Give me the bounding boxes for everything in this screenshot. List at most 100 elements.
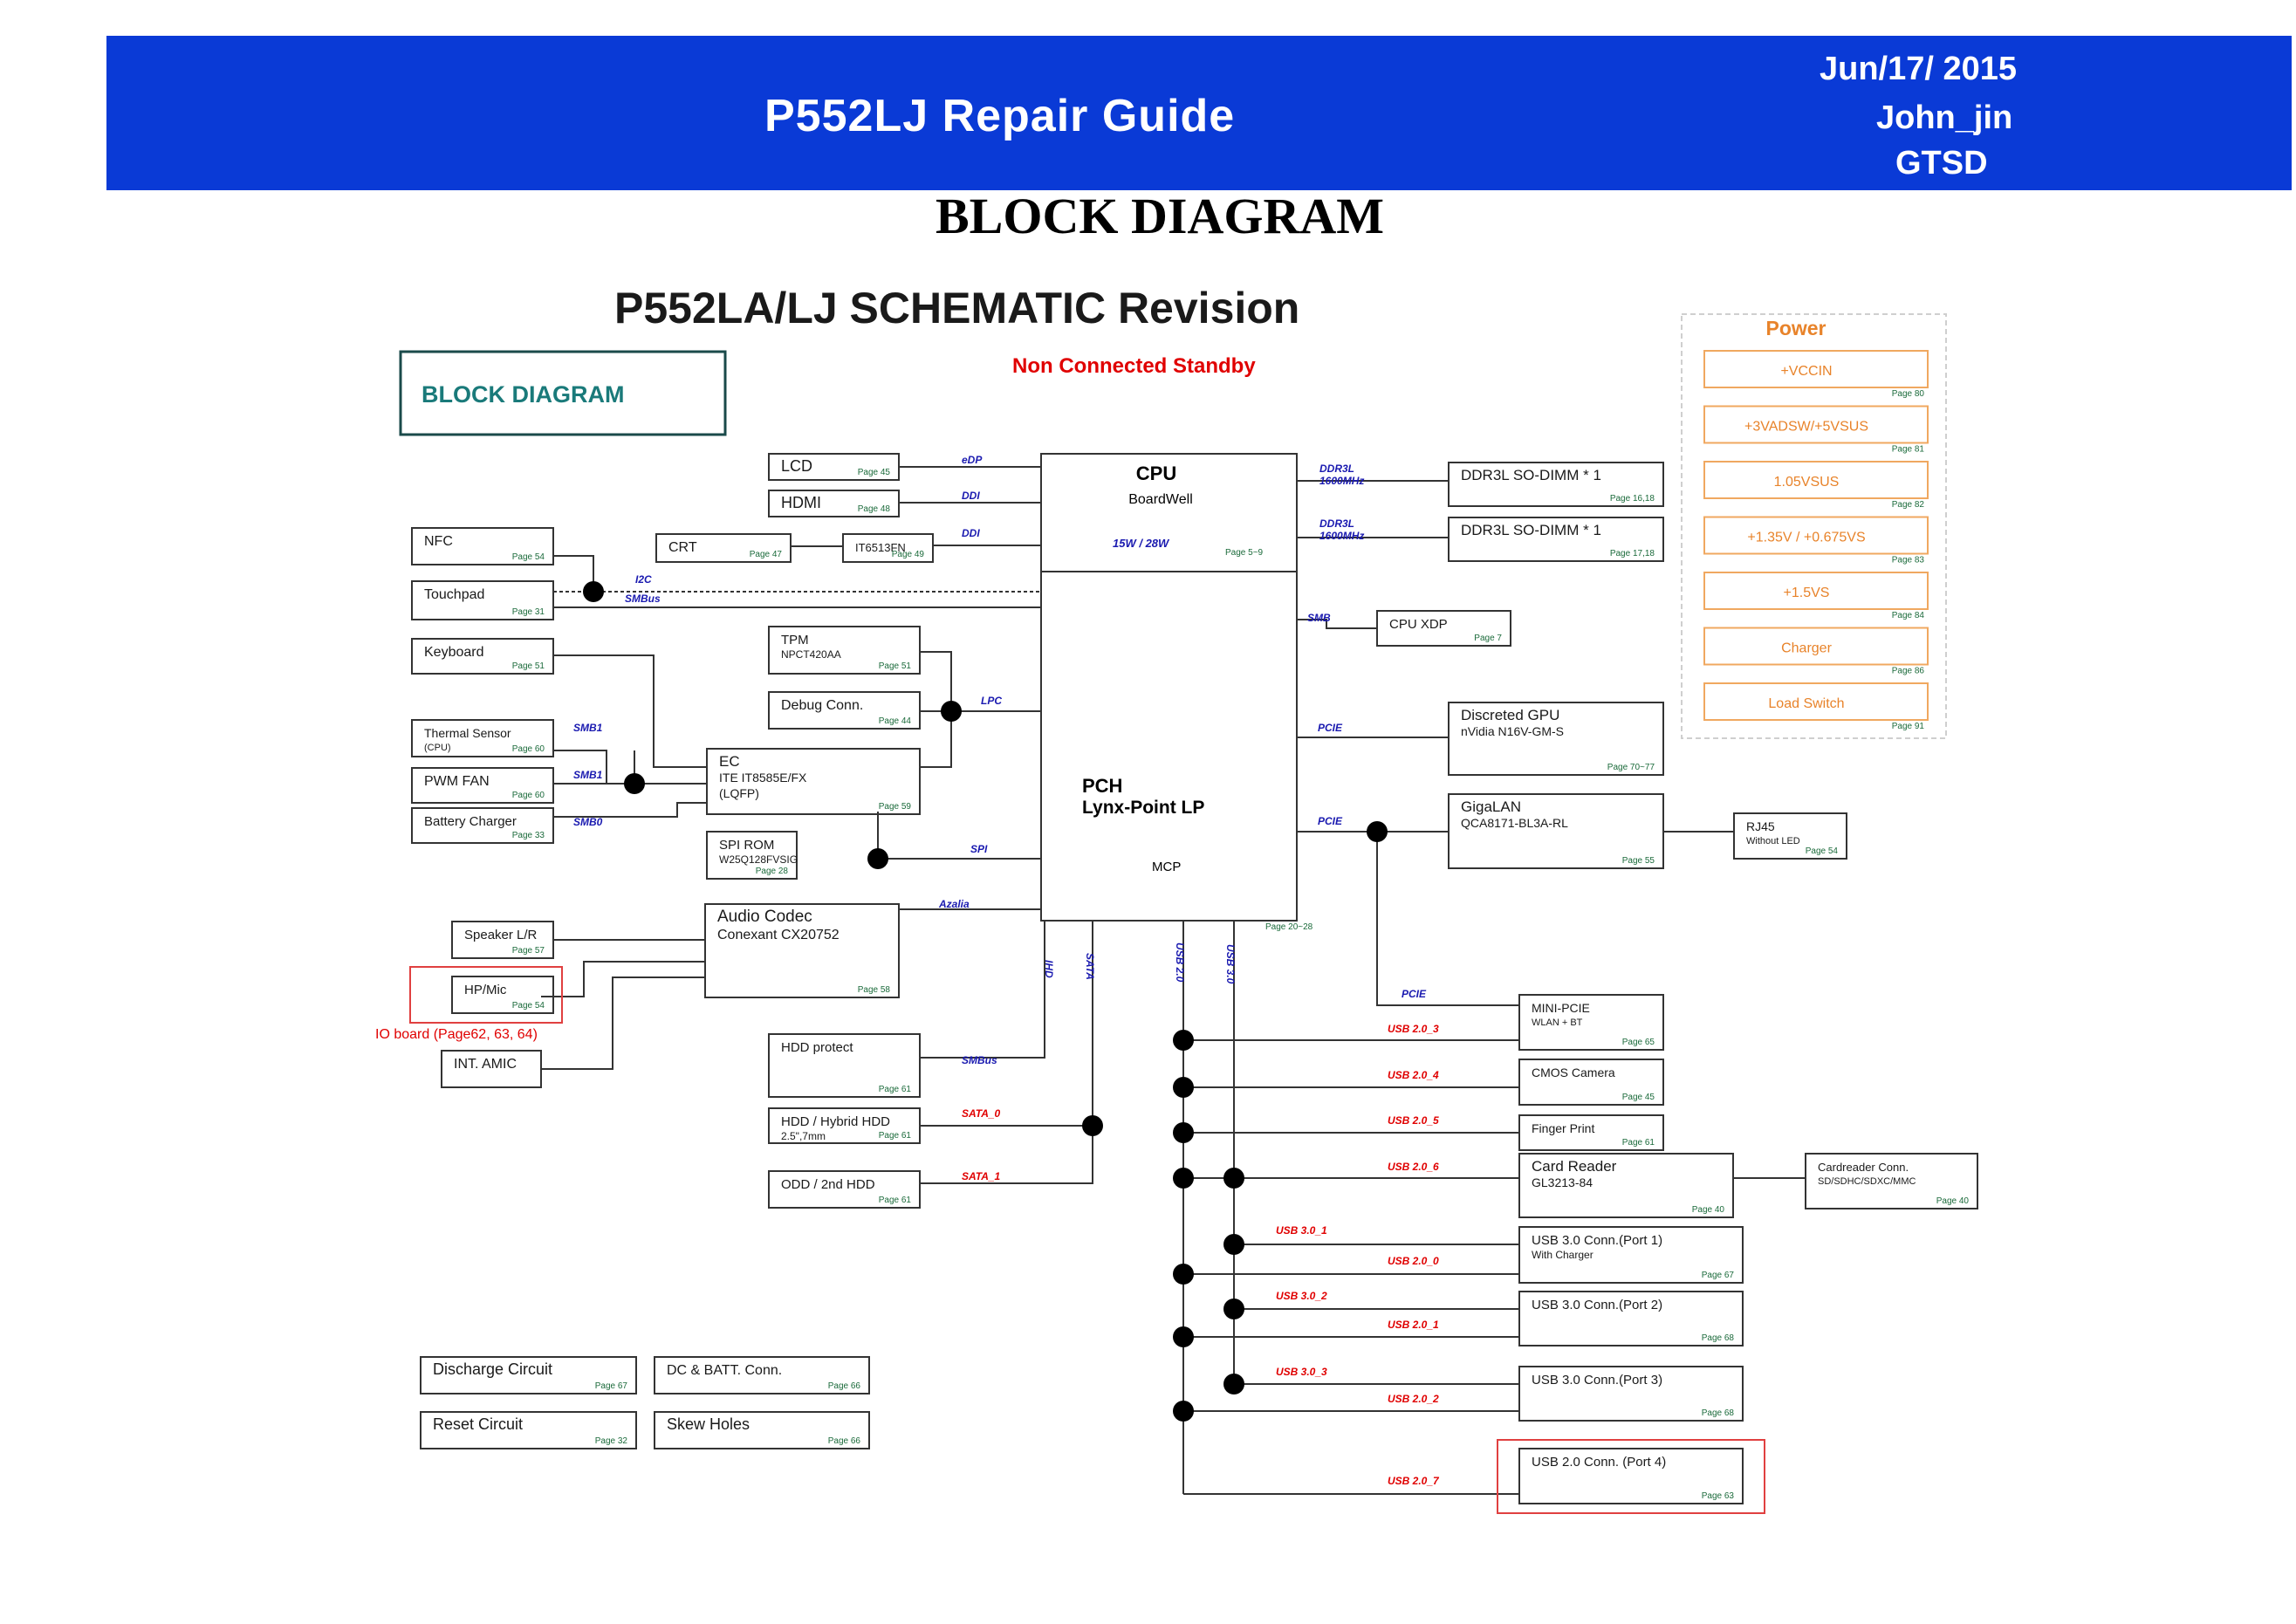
block-label: HDD / Hybrid HDD [781, 1114, 890, 1129]
block-box [706, 831, 798, 880]
block-debug: Debug Conn.Page 44 [768, 691, 921, 730]
guide-title: P552LJ Repair Guide [764, 91, 1236, 141]
block-usb-p3: USB 3.0 Conn.(Port 3)Page 68 [1518, 1366, 1744, 1422]
block-label: HDD protect [781, 1040, 853, 1055]
power-item-label: Load Switch [1768, 696, 1844, 711]
block-box [1518, 1448, 1744, 1504]
block-label: DDR3L SO-DIMM * 1 [1461, 467, 1601, 483]
block-page: Page 68 [1702, 1333, 1735, 1343]
schematic-title: P552LA/LJ SCHEMATIC Revision [614, 284, 1299, 332]
bus-label-usb20-3: USB 2.0_3 [1388, 1023, 1439, 1035]
bus-label-edp: eDP [962, 454, 983, 466]
block-label: USB 2.0 Conn. (Port 4) [1532, 1455, 1666, 1470]
power-item-page: Page 91 [1892, 722, 1925, 731]
block-page: Page 55 [1622, 856, 1655, 866]
power-item-label: +3VADSW/+5VSUS [1744, 420, 1868, 435]
block-page: Page 45 [858, 468, 891, 477]
power-item-box [1703, 516, 1929, 555]
block-page: Page 54 [1806, 846, 1839, 856]
block-label: With Charger [1532, 1249, 1593, 1261]
block-page: Page 47 [750, 550, 783, 559]
block-page: Page 7 [1474, 634, 1502, 643]
block-label: Cardreader Conn. [1818, 1161, 1909, 1174]
block-label: Audio Codec [717, 908, 812, 926]
block-label: USB 3.0 Conn.(Port 1) [1532, 1233, 1662, 1248]
block-label: DC & BATT. Conn. [667, 1363, 782, 1378]
bus-label-smb1a: SMB1 [573, 722, 603, 734]
block-box [768, 691, 921, 730]
power-item-label: 1.05VSUS [1774, 475, 1840, 490]
block-label: WLAN + BT [1532, 1018, 1583, 1028]
power-item-box [1703, 350, 1929, 388]
block-page: Page 58 [858, 985, 891, 995]
bus-label-usb20-7: USB 2.0_7 [1388, 1475, 1440, 1487]
power-item-page: Page 80 [1892, 389, 1925, 399]
bus-label-usb20-5: USB 2.0_5 [1388, 1114, 1439, 1127]
bus-label-lpc: LPC [981, 695, 1002, 707]
block-page: Page 66 [828, 1381, 861, 1391]
power-item-box [1703, 461, 1929, 499]
block-label: Debug Conn. [781, 698, 863, 713]
bus-label-ddr3l-b2: 1600MHz [1319, 530, 1364, 542]
block-label: W25Q128FVSIG [719, 853, 798, 866]
bus-label-pcie1: PCIE [1318, 722, 1343, 734]
header-banner [106, 36, 2292, 190]
block-box [1448, 462, 1664, 507]
block-box [1518, 1366, 1744, 1422]
connection-lines [541, 466, 1806, 1495]
block-label: HDMI [781, 494, 821, 511]
block-box [654, 1411, 870, 1449]
block-diagram-label: BLOCK DIAGRAM [422, 381, 624, 408]
usb-port4-highlight [1497, 1439, 1765, 1514]
block-page: Page 61 [879, 1196, 912, 1205]
power-item-page: Page 82 [1892, 500, 1925, 510]
block-page: Page 31 [512, 607, 545, 617]
block-diagram-label-box [399, 350, 727, 436]
block-label: GL3213-84 [1532, 1175, 1593, 1189]
block-label: Speaker L/R [464, 928, 538, 942]
block-box [768, 453, 900, 481]
block-label: Battery Charger [424, 814, 517, 829]
bus-label-usb30-1: USB 3.0_1 [1276, 1224, 1327, 1237]
io-board-label: IO board (Page62, 63, 64) [375, 1027, 538, 1042]
block-page: Page 61 [879, 1131, 912, 1141]
hpmic-highlight [409, 966, 563, 1024]
block-label: ITE IT8585E/FX [719, 771, 807, 785]
block-box [1805, 1153, 1978, 1209]
block-box [411, 638, 554, 675]
bus-label-pcie3: PCIE [1402, 988, 1427, 1000]
block-box [842, 533, 934, 563]
block-page: Page 57 [512, 946, 545, 956]
block-page: Page 45 [1622, 1093, 1655, 1102]
block-amic: INT. AMIC [441, 1050, 542, 1088]
block-page: Page 68 [1702, 1408, 1735, 1418]
pch-mcp: MCP [1152, 860, 1181, 874]
block-usb-p4: USB 2.0 Conn. (Port 4)Page 63 [1518, 1448, 1744, 1504]
block-page: Page 51 [512, 661, 545, 671]
block-box [420, 1356, 637, 1394]
bus-label-usb30-2: USB 3.0_2 [1276, 1290, 1327, 1302]
block-page: Page 54 [512, 552, 545, 562]
block-box [1448, 517, 1664, 562]
block-label: EC [719, 753, 740, 770]
block-box [1518, 1226, 1744, 1284]
block-label: Card Reader [1532, 1158, 1617, 1175]
power-item-label: +1.5VS [1784, 586, 1830, 600]
block-speaker: Speaker L/R Page 57 [451, 921, 554, 959]
bus-label-smb: SMB [1307, 612, 1331, 624]
bus-label-usb20-1: USB 2.0_1 [1388, 1319, 1439, 1331]
schematic-subtitle: Non Connected Standby [1012, 354, 1256, 378]
